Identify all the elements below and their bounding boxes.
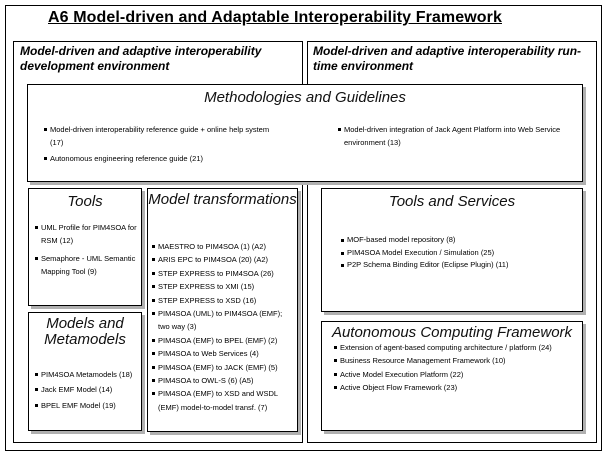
list-item: PIM4SOA to OWL-S (6) (A5) [152, 374, 294, 387]
list-item: Active Object Flow Framework (23) [334, 381, 568, 394]
diagram-title: A6 Model-driven and Adaptable Interopera… [48, 9, 502, 26]
list-item: P2P Schema Binding Editor (Eclipse Plugi… [341, 259, 577, 272]
autonomous-computing-list: Extension of agent-based computing archi… [334, 341, 568, 395]
list-item: ARIS EPC to PIM4SOA (20) (A2) [152, 253, 294, 266]
tools-title: Tools [67, 193, 103, 210]
tools-list: UML Profile for PIM4SOA for RSM (12) Sem… [35, 221, 139, 279]
list-item: PIM4SOA Metamodels (18) [35, 368, 139, 381]
models-list: PIM4SOA Metamodels (18) Jack EMF Model (… [35, 368, 139, 412]
list-item: Model-driven integration of Jack Agent P… [338, 123, 564, 150]
list-item: Extension of agent-based computing archi… [334, 341, 568, 354]
tools-services-box: Tools and Services MOF-based model repos… [321, 188, 583, 312]
autonomous-computing-box: Autonomous Computing Framework Extension… [321, 321, 583, 431]
model-transformations-box: Model transformations MAESTRO to PIM4SOA… [147, 188, 298, 432]
list-item: Model-driven interoperability reference … [44, 123, 272, 150]
list-item: STEP EXPRESS to XMI (15) [152, 280, 294, 293]
list-item: Active Model Execution Platform (22) [334, 368, 568, 381]
list-item: PIM4SOA (EMF) to BPEL (EMF) (2) [152, 334, 294, 347]
list-item: STEP EXPRESS to PIM4SOA (26) [152, 267, 294, 280]
list-item: Business Resource Management Framework (… [334, 354, 568, 367]
models-title: Models and Metamodels [44, 315, 126, 348]
methodologies-left-list: Model-driven interoperability reference … [44, 123, 272, 165]
autonomous-computing-title: Autonomous Computing Framework [331, 324, 573, 341]
methodologies-guidelines-box: Methodologies and Guidelines Model-drive… [27, 84, 583, 182]
tools-services-title: Tools and Services [388, 193, 516, 210]
development-environment-heading: Model-driven and adaptive interoperabili… [20, 44, 262, 73]
list-item: Semaphore - UML Semantic Mapping Tool (9… [35, 252, 139, 279]
model-transformations-title: Model transformations [148, 191, 297, 208]
list-item: PIM4SOA Model Execution / Simulation (25… [341, 247, 577, 260]
methodologies-title: Methodologies and Guidelines [204, 89, 406, 106]
tools-box: Tools UML Profile for PIM4SOA for RSM (1… [28, 188, 142, 306]
list-item: UML Profile for PIM4SOA for RSM (12) [35, 221, 139, 248]
list-item: Autonomous engineering reference guide (… [44, 152, 272, 165]
models-metamodels-box: Models and Metamodels PIM4SOA Metamodels… [28, 312, 142, 431]
list-item: BPEL EMF Model (19) [35, 399, 139, 412]
list-item: MAESTRO to PIM4SOA (1) (A2) [152, 240, 294, 253]
list-item: STEP EXPRESS to XSD (16) [152, 294, 294, 307]
list-item: PIM4SOA (EMF) to JACK (EMF) (5) [152, 361, 294, 374]
list-item: MOF-based model repository (8) [341, 234, 577, 247]
runtime-environment-heading: Model-driven and adaptive interoperabili… [313, 44, 582, 73]
list-item: PIM4SOA (UML) to PIM4SOA (EMF); two way … [152, 307, 294, 334]
methodologies-right-list: Model-driven integration of Jack Agent P… [338, 123, 564, 150]
list-item: PIM4SOA to Web Services (4) [152, 347, 294, 360]
list-item: Jack EMF Model (14) [35, 383, 139, 396]
tools-services-list: MOF-based model repository (8) PIM4SOA M… [341, 234, 577, 272]
list-item: PIM4SOA (EMF) to XSD and WSDL (EMF) mode… [152, 387, 294, 414]
model-transformations-list: MAESTRO to PIM4SOA (1) (A2) ARIS EPC to … [152, 240, 294, 414]
